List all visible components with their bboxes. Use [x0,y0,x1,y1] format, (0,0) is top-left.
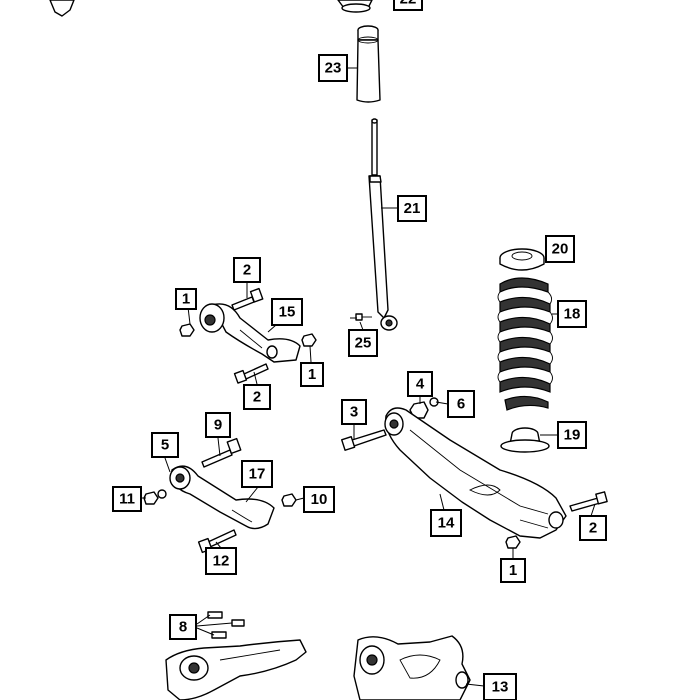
callout-box: 21 [397,195,427,222]
callout-label: 18 [564,306,581,323]
callout-label: 4 [416,376,425,393]
shock-absorber-part [368,118,398,331]
upper-control-arm-part [199,303,301,363]
callout-box: 25 [348,329,378,357]
lower-control-arm-part [384,407,567,539]
callout-box: 3 [341,399,367,425]
nut-part [179,323,317,347]
callout-label: 5 [161,437,169,454]
callout-box: 20 [545,235,575,263]
callout-box: 9 [205,412,231,438]
coil-spring-part [497,277,553,411]
lower-nut-part [505,535,521,549]
upper-bolt-part [231,287,264,311]
nut-washer-part [409,397,439,419]
callout-label: 10 [311,491,328,508]
callout-box: 6 [447,390,475,418]
callout-label: 6 [457,396,465,413]
callout-label: 20 [552,241,569,258]
callout-label: 1 [308,366,316,383]
arm-bolt-part [233,363,269,384]
callout-box: 2 [233,257,261,283]
callout-label: 9 [214,417,222,434]
callout-box: 19 [557,421,587,449]
lateral-link-part [169,465,275,530]
callout-box: 10 [303,486,335,513]
trailing-arm-part [165,639,307,700]
knuckle-part [353,635,471,700]
shock-bolt-part [355,313,372,321]
callout-box: 8 [169,614,197,640]
callout-box: 1 [500,558,526,583]
callout-box: 14 [430,509,462,537]
link-nuts-part [143,489,297,507]
callout-label: 11 [119,491,135,508]
callout-label: 19 [564,427,581,444]
callout-box: 1 [300,362,324,387]
callout-label: 2 [253,389,261,406]
top-left-bracket-part [49,0,75,17]
callout-label: 14 [438,515,455,532]
callout-label: 1 [509,562,517,579]
callout-box: 13 [483,673,517,700]
leader-lines [141,67,596,687]
callout-label: 2 [243,262,251,279]
callout-label: 1 [182,291,190,308]
callout-box: 5 [151,432,179,458]
dust-boot-part [356,25,381,103]
callout-label: 17 [249,466,266,483]
callout-box: 4 [407,371,433,397]
callout-label: 21 [404,200,421,217]
callout-label: 12 [213,553,230,570]
callout-label: 3 [350,404,358,421]
callout-box: 12 [205,547,237,575]
callout-box: 11 [112,486,142,512]
callout-box: 2 [579,515,607,541]
callout-label: 25 [355,335,372,352]
link-lower-bolt-part [197,529,237,554]
callout-box: 18 [557,300,587,328]
callout-box: 1 [175,288,197,310]
callout-label: 22 [400,0,417,8]
upper-spring-isolator-part [499,248,545,271]
callout-box: 17 [241,460,273,488]
callout-label: 15 [279,304,296,321]
callout-box: 15 [271,298,303,326]
upper-mount-part [337,0,373,13]
callout-label: 2 [589,520,597,537]
callout-box: 2 [243,384,271,410]
callout-box: 23 [318,54,348,82]
long-bolt-part [340,429,387,451]
callout-label: 8 [179,619,187,636]
callout-label: 13 [492,679,509,696]
callout-box: 22 [393,0,423,11]
right-bolt-part [569,491,608,512]
callout-label: 23 [325,60,342,77]
link-bolt-part [201,437,242,468]
lower-spring-isolator-part [500,427,550,453]
